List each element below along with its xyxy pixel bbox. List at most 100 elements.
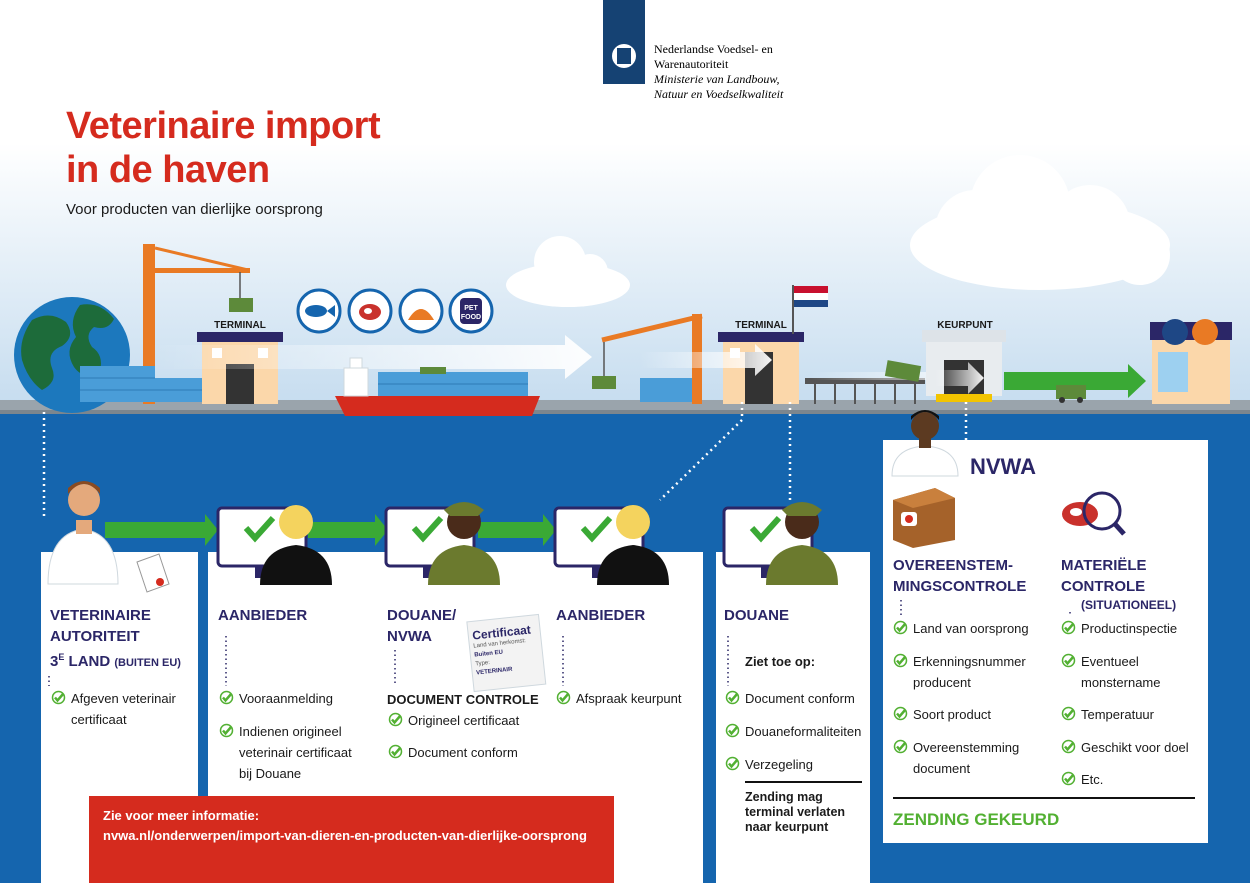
check-icon [1061, 653, 1076, 674]
ministry-line1: Ministerie van Landbouw, [654, 72, 780, 86]
monitor-person-4 [722, 502, 838, 585]
douane-nvwa-item-2-text: Document conform [408, 745, 518, 760]
aanbieder1-item-2-line2: veterinair certificaat [239, 745, 352, 760]
aanbieder2-item-1: Afspraak keurpunt [556, 688, 682, 709]
title-line2: in de haven [66, 149, 270, 191]
vet-head-small: (BUITEN EU) [114, 657, 181, 669]
org-name-line1: Nederlandse Voedsel- en [654, 42, 773, 56]
douane-nvwa-heading: DOUANE/ NVWA [387, 605, 456, 647]
vet-head-sup: E [58, 652, 65, 662]
douane-footer-line3: naar keurpunt [745, 820, 829, 834]
logo-text: Nederlandse Voedsel- en Warenautoriteit … [654, 42, 783, 102]
douane-item-3-text: Verzegeling [745, 757, 813, 772]
org-name-line2: Warenautoriteit [654, 57, 729, 71]
nvwa-col2-item-1-text: Productinspectie [1081, 621, 1178, 636]
vet-head-number: 3 [50, 653, 59, 670]
nvwa-col2-head-line1: MATERIËLE [1061, 557, 1147, 574]
document-controle-heading: DOCUMENT CONTROLE [387, 692, 539, 707]
douane-nvwa-item-1-text: Origineel certificaat [408, 713, 520, 728]
panel-douane [716, 552, 870, 883]
check-icon [219, 723, 234, 744]
quay [0, 400, 1250, 412]
crest-icon [603, 0, 645, 84]
douane-footer-line1: Zending mag [745, 790, 823, 804]
nvwa-col1-item-3-text: Soort product [913, 707, 992, 722]
aanbieder1-item-2-line3: bij Douane [239, 766, 302, 781]
nvwa-col2-item-5: Etc. [1061, 769, 1103, 790]
product-icons [296, 288, 494, 334]
container-stack-left [80, 366, 210, 402]
douane-footer-line2: terminal verlaten [745, 805, 846, 819]
douane-item-1-text: Document conform [745, 691, 855, 706]
title-line1: Veterinaire import [66, 105, 381, 147]
check-icon [725, 723, 740, 744]
terminal-label-left: TERMINAL [214, 320, 266, 331]
monitor-person-3 [553, 505, 669, 585]
douane-footer: Zending mag terminal verlaten naar keurp… [745, 790, 845, 835]
vet-item-1-line1: Afgeven veterinair [71, 691, 176, 706]
douane-nvwa-item-2: Document conform [388, 742, 518, 763]
info-link[interactable]: nvwa.nl/onderwerpen/import-van-dieren-en… [103, 828, 587, 843]
nvwa-col1-item-4-line2: document [913, 761, 971, 776]
truck-icon-2 [1056, 385, 1086, 403]
petfood-label: PET [464, 305, 478, 312]
nvwa-col1-head-line1: OVEREENSTEM- [893, 557, 1014, 574]
nvwa-col2-item-2-line2: monstername [1081, 675, 1161, 690]
dutch-flag-icon [792, 285, 828, 334]
aanbieder2-heading: AANBIEDER [556, 607, 646, 624]
nvwa-col1-item-4: Overeenstemming document [893, 737, 1019, 779]
vet-item-1-line2: certificaat [71, 712, 127, 727]
eu-flag-icon [1162, 319, 1188, 345]
cargo-ship-icon [335, 357, 540, 416]
douane-item-2: Douaneformaliteiten [725, 721, 861, 742]
truck-icon [884, 360, 922, 382]
zending-gekeurd: ZENDING GEKEURD [893, 810, 1060, 829]
aanbieder2-item-1-text: Afspraak keurpunt [576, 691, 682, 706]
nvwa-col2-item-5-text: Etc. [1081, 772, 1104, 787]
check-icon [1061, 739, 1076, 760]
green-arrow-to-shop [1004, 364, 1146, 398]
check-icon [893, 706, 908, 727]
douane-item-3: Verzegeling [725, 754, 813, 775]
keurpunt-building [922, 330, 1006, 402]
page-title: Veterinaire import in de haven [66, 104, 381, 192]
check-icon [725, 756, 740, 777]
douane-intro: Ziet toe op: [745, 654, 816, 669]
vet-person-icon [47, 481, 170, 593]
nvwa-col1-heading: OVEREENSTEM- MINGSCONTROLE [893, 555, 1026, 597]
check-icon [725, 690, 740, 711]
ministry-line2: Natuur en Voedselkwaliteit [654, 87, 784, 101]
keurpunt-label: KEURPUNT [937, 320, 993, 331]
check-icon [219, 690, 234, 711]
petfood-label-2: FOOD [461, 314, 481, 321]
monitor-person-2 [384, 502, 500, 585]
check-icon [1061, 706, 1076, 727]
info-intro: Zie voor meer informatie: [103, 808, 260, 823]
nvwa-col2-item-4: Geschikt voor doel [1061, 737, 1189, 758]
nvwa-col1-item-2-line1: Erkenningsnummer [913, 654, 1026, 669]
nvwa-col2-item-4-text: Geschikt voor doel [1081, 740, 1189, 755]
aanbieder1-item-1: Vooraanmelding [219, 688, 333, 709]
vet-head-line2: AUTORITEIT [50, 628, 140, 645]
check-icon [1061, 620, 1076, 641]
nvwa-col1-item-3: Soort product [893, 704, 991, 725]
nvwa-col1-item-1-text: Land van oorsprong [913, 621, 1029, 636]
info-box: Zie voor meer informatie: nvwa.nl/onderw… [89, 796, 614, 883]
rijksoverheid-logo [603, 0, 645, 84]
douane-item-1: Document conform [725, 688, 855, 709]
flow-arrow [150, 335, 592, 379]
nvwa-col1-item-4-line1: Overeenstemming [913, 740, 1020, 755]
page-subtitle: Voor producten van dierlijke oorsprong [66, 201, 323, 218]
vet-item-1: Afgeven veterinair certificaat [51, 688, 176, 730]
check-icon [1061, 771, 1076, 792]
box-icon [893, 488, 955, 548]
check-icon [893, 739, 908, 760]
aanbieder1-heading: AANBIEDER [218, 607, 308, 624]
douane-nvwa-head-line1: DOUANE/ [387, 607, 457, 624]
aanbieder1-item-1-text: Vooraanmelding [239, 691, 333, 706]
nvwa-inspector-icon [891, 410, 959, 477]
certificate-icon [466, 613, 547, 693]
